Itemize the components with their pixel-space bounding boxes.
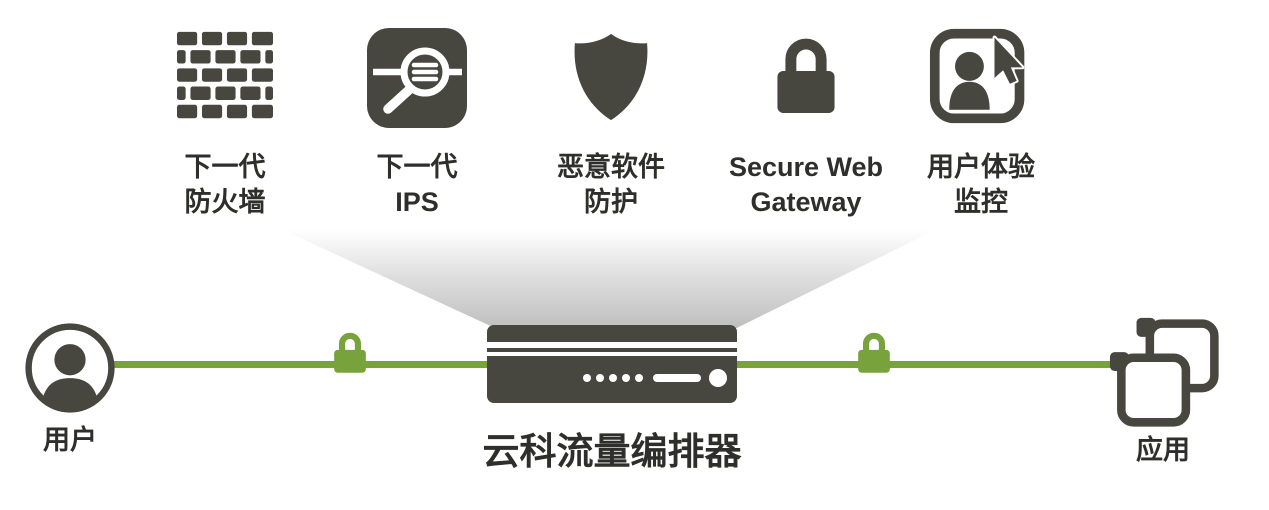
encryption-lock-left-icon — [328, 326, 372, 379]
app-label: 应用 — [1136, 435, 1190, 465]
applications-node — [1106, 316, 1224, 428]
service-firewall — [177, 30, 273, 122]
funnel-beam — [283, 230, 935, 328]
user-icon — [25, 323, 115, 413]
user-experience-icon — [929, 28, 1025, 124]
lock-icon — [777, 38, 835, 113]
service-label-uem: 用户体验监控 — [927, 152, 1035, 217]
firewall-icon — [177, 31, 273, 119]
service-ips — [367, 28, 467, 128]
orchestrator-appliance — [487, 325, 737, 403]
shield-icon — [574, 33, 648, 121]
service-swg — [764, 26, 848, 126]
service-label-malware: 恶意软件防护 — [557, 152, 665, 217]
ips-magnifier-icon — [367, 28, 467, 128]
orchestrator-label: 云科流量编排器 — [482, 431, 742, 472]
service-uem — [929, 26, 1033, 126]
service-label-ngfw: 下一代防火墙 — [184, 152, 266, 217]
encryption-lock-right-icon — [852, 326, 896, 379]
service-malware — [567, 24, 655, 130]
apps-windows-icon — [1109, 317, 1219, 427]
server-icon — [487, 325, 737, 403]
user-label: 用户 — [43, 425, 97, 455]
user-node — [24, 322, 116, 414]
